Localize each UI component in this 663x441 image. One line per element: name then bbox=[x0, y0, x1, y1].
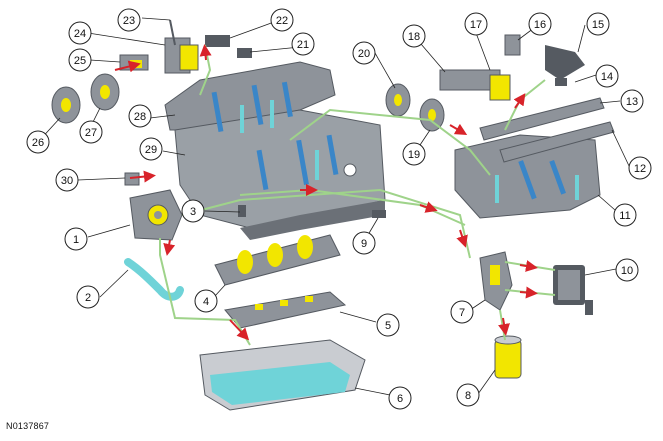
callout-2: 2 bbox=[76, 285, 100, 309]
callout-29: 29 bbox=[139, 137, 163, 161]
svg-text:10: 10 bbox=[621, 265, 633, 277]
oil-pickup-tube bbox=[124, 258, 184, 301]
part-30-shape bbox=[124, 172, 140, 186]
svg-text:18: 18 bbox=[408, 31, 420, 43]
svg-text:9: 9 bbox=[361, 238, 367, 250]
callout-22: 22 bbox=[270, 8, 294, 32]
callout-20: 20 bbox=[352, 41, 376, 65]
callout-21: 21 bbox=[291, 32, 315, 56]
callout-7: 7 bbox=[450, 300, 474, 324]
right-timing-parts bbox=[545, 45, 585, 86]
crankshaft bbox=[214, 234, 341, 286]
svg-text:22: 22 bbox=[276, 15, 288, 27]
oil-pump bbox=[129, 189, 183, 241]
svg-text:20: 20 bbox=[358, 48, 370, 60]
callout-19: 19 bbox=[402, 142, 426, 166]
svg-text:28: 28 bbox=[134, 111, 146, 123]
svg-text:30: 30 bbox=[61, 175, 73, 187]
part-3-shape bbox=[238, 205, 246, 217]
svg-text:16: 16 bbox=[534, 19, 546, 31]
svg-text:25: 25 bbox=[74, 55, 86, 67]
svg-text:13: 13 bbox=[626, 96, 638, 108]
svg-text:2: 2 bbox=[85, 292, 91, 304]
callout-25: 25 bbox=[68, 48, 92, 72]
callout-27: 27 bbox=[79, 120, 103, 144]
callout-30: 30 bbox=[55, 168, 79, 192]
left-sprockets bbox=[51, 73, 120, 124]
svg-text:12: 12 bbox=[634, 163, 646, 175]
callout-numbers: 1 2 3 4 5 6 7 8 9 10 11 12 13 14 15 16 1… bbox=[26, 8, 652, 410]
svg-text:27: 27 bbox=[85, 127, 97, 139]
right-camshafts bbox=[479, 97, 615, 163]
svg-text:21: 21 bbox=[297, 39, 309, 51]
callout-1: 1 bbox=[64, 227, 88, 251]
svg-text:11: 11 bbox=[619, 210, 630, 222]
callout-13: 13 bbox=[620, 89, 644, 113]
callout-8: 8 bbox=[456, 383, 480, 407]
svg-text:5: 5 bbox=[385, 320, 391, 332]
svg-text:4: 4 bbox=[203, 296, 209, 308]
svg-text:8: 8 bbox=[465, 390, 471, 402]
callout-10: 10 bbox=[615, 258, 639, 282]
callout-28: 28 bbox=[128, 104, 152, 128]
callout-9: 9 bbox=[352, 231, 376, 255]
parts-layer bbox=[51, 19, 615, 411]
callout-18: 18 bbox=[402, 24, 426, 48]
left-vct-assembly bbox=[119, 19, 252, 74]
oil-cooler bbox=[553, 265, 593, 315]
callout-24: 24 bbox=[68, 21, 92, 45]
svg-text:14: 14 bbox=[601, 71, 613, 83]
callout-leader-lines bbox=[37, 17, 631, 396]
svg-text:19: 19 bbox=[408, 149, 420, 161]
right-cylinder-head bbox=[454, 134, 601, 219]
svg-text:24: 24 bbox=[74, 28, 86, 40]
callout-6: 6 bbox=[388, 386, 412, 410]
right-vct-assembly bbox=[439, 34, 521, 101]
left-cylinder-head bbox=[164, 61, 386, 240]
callout-11: 11 bbox=[613, 203, 637, 227]
svg-text:23: 23 bbox=[123, 15, 135, 27]
oil-filter-adapter bbox=[479, 251, 513, 311]
svg-text:7: 7 bbox=[459, 307, 465, 319]
oil-pan bbox=[199, 339, 366, 411]
main-bearing-girdle bbox=[224, 291, 347, 329]
callout-26: 26 bbox=[26, 130, 50, 154]
svg-text:17: 17 bbox=[470, 19, 482, 31]
part-9-shape bbox=[372, 210, 386, 218]
svg-text:26: 26 bbox=[32, 137, 44, 149]
svg-text:1: 1 bbox=[73, 234, 79, 246]
flow-direction-arrows bbox=[114, 44, 538, 341]
svg-text:29: 29 bbox=[145, 144, 157, 156]
callout-5: 5 bbox=[376, 313, 400, 337]
callout-3: 3 bbox=[181, 199, 205, 223]
oil-filter bbox=[494, 335, 522, 379]
callout-16: 16 bbox=[528, 12, 552, 36]
callout-23: 23 bbox=[117, 8, 141, 32]
svg-text:6: 6 bbox=[397, 393, 403, 405]
callout-14: 14 bbox=[595, 64, 619, 88]
right-sprockets bbox=[385, 83, 445, 132]
oil-flow-lines bbox=[159, 44, 556, 346]
callout-17: 17 bbox=[464, 12, 488, 36]
callout-4: 4 bbox=[194, 289, 218, 313]
svg-text:15: 15 bbox=[592, 19, 604, 31]
figure-reference-code: N0137867 bbox=[6, 421, 50, 431]
callout-12: 12 bbox=[628, 156, 652, 180]
callout-15: 15 bbox=[586, 12, 610, 36]
svg-text:3: 3 bbox=[190, 206, 196, 218]
